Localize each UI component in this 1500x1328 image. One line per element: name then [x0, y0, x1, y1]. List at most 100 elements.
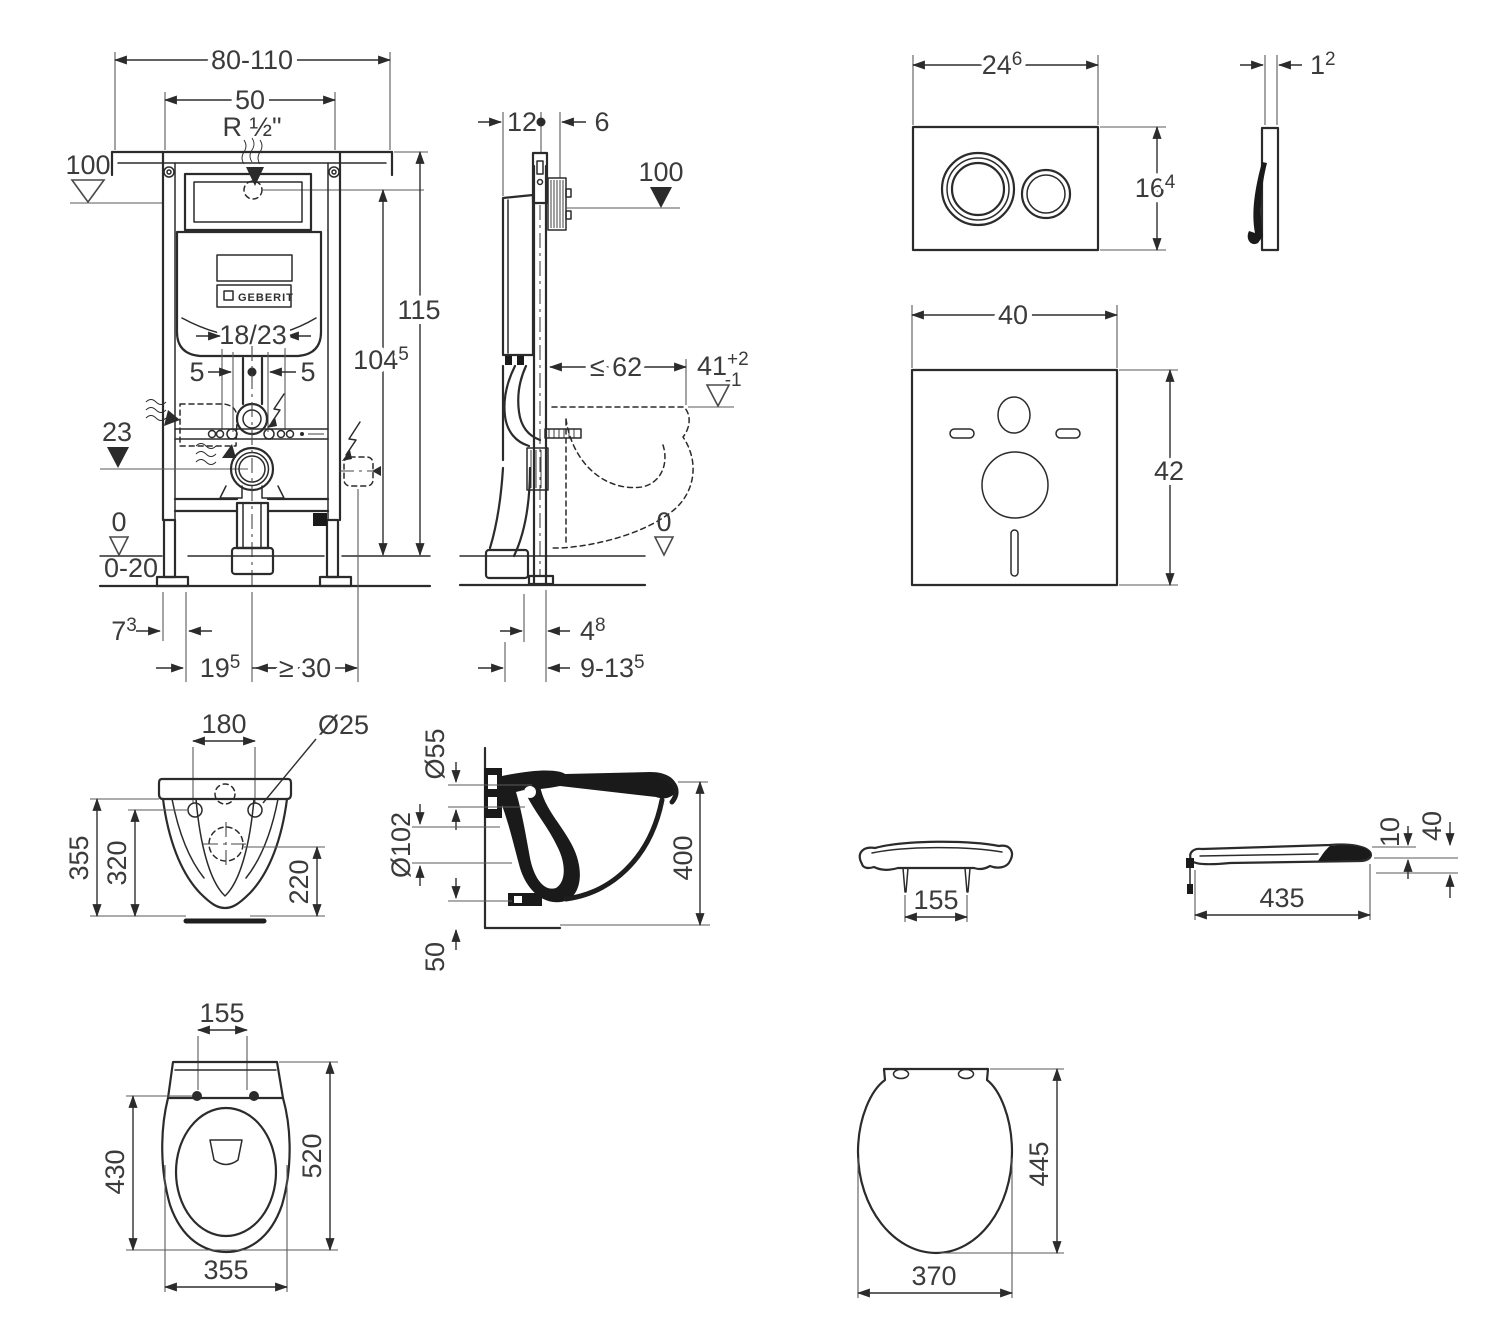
- mat-outline: [910, 368, 1119, 587]
- center-mark: [247, 367, 257, 377]
- dim-floor-gap: 50: [420, 942, 450, 972]
- bowl-rear-outline: [157, 777, 293, 910]
- dim-mat-height: 42: [1154, 456, 1184, 486]
- dim-bowl-depth: ≤ 62: [590, 352, 642, 382]
- view-bowl-section: Ø55 Ø102 400 50: [386, 728, 710, 972]
- dim-frame-inner-width: 50: [235, 85, 265, 115]
- seat-bolts: [902, 867, 971, 893]
- dim-offset-right: 5: [300, 357, 315, 387]
- level-mark-open-icon: [705, 384, 731, 408]
- dim-flush-dia: Ø55: [420, 728, 450, 779]
- water-supply-icon: [241, 137, 264, 186]
- logo-square-icon: [223, 290, 234, 301]
- electrical-connection-icon: [339, 421, 381, 487]
- floor-level-label: 0: [111, 507, 126, 537]
- view-seat-side: 435 10 40: [1186, 811, 1458, 920]
- dim-plan-width: 355: [203, 1255, 248, 1285]
- bowl-plan-outline: [161, 1060, 291, 1254]
- flush-buttons: [940, 151, 1072, 227]
- drain-connector: [173, 497, 330, 576]
- dim-flush-pipe: 18/23: [219, 320, 287, 350]
- supply-point-marker: [243, 180, 263, 200]
- dim-frame-width-range: 80-110: [211, 45, 293, 75]
- flush-plate-outline: [911, 125, 1100, 252]
- dim-plan-inner-length: 430: [100, 1149, 130, 1194]
- frame-rails: [161, 150, 342, 522]
- view-sound-mat: 40 42: [910, 295, 1189, 587]
- view-bowl-plan: 155 430 520 355: [100, 998, 338, 1292]
- mat-cutouts: [949, 396, 1081, 577]
- seat-hinge-pin: [1186, 858, 1194, 894]
- dim-plan-hole-spacing: 155: [199, 998, 244, 1028]
- level-mark-open-icon: [70, 179, 106, 204]
- hinge-hole: [957, 1068, 975, 1080]
- dim-foot-range: 0-20: [104, 553, 158, 583]
- dim-depth: 12: [507, 107, 537, 137]
- frame-rail-side: [527, 151, 555, 586]
- flush-outlet-shape: [209, 1139, 243, 1166]
- dim-plate-height: 164: [1135, 172, 1176, 203]
- dim-seat-height: 40: [1417, 811, 1447, 841]
- bowl-section-silhouette: [484, 768, 679, 906]
- dim-supply-thread: R ½": [222, 112, 281, 142]
- seat-plan-outline: [856, 1067, 1014, 1255]
- dim-outlet-height: 23: [102, 417, 132, 447]
- dim-outlet-offset: 195: [200, 652, 241, 683]
- dim-height-outlet: 220: [284, 859, 314, 904]
- water-flow-icon: [145, 399, 180, 426]
- dim-hole-dia: Ø25: [318, 710, 369, 740]
- center-mark: [536, 117, 546, 127]
- dim-clearance: ≥ 30: [279, 653, 331, 683]
- dim-offset-left: 5: [189, 357, 204, 387]
- dim-height-holes: 320: [102, 840, 132, 885]
- hinge-hole: [892, 1068, 910, 1080]
- dim-plan-length: 520: [297, 1133, 327, 1178]
- dim-wall-range: 9-135: [580, 652, 645, 683]
- brand-logo: GEBERIT: [238, 292, 294, 304]
- view-seat-plan: 445 370: [856, 1067, 1064, 1298]
- concealed-cistern: GEBERIT: [175, 230, 323, 358]
- dim-seat-plan-width: 370: [911, 1261, 956, 1291]
- bolt-hole: [249, 1091, 259, 1101]
- inspection-box: [183, 172, 313, 232]
- level-supply-label: 100: [65, 150, 110, 180]
- level-supply-label: 100: [638, 157, 683, 187]
- level-mark-open-icon: [653, 536, 675, 557]
- dim-lid-thickness: 10: [1375, 817, 1405, 847]
- dim-rim-height: 41+2-1: [697, 349, 749, 391]
- view-seat-front: 155: [858, 840, 1014, 922]
- electrical-bolt-icon: [267, 393, 285, 428]
- cistern-side: [501, 193, 542, 462]
- dim-outlet-dia: Ø102: [386, 812, 416, 878]
- dim-plate-thickness: 12: [1310, 49, 1336, 80]
- dim-plate-width: 246: [982, 49, 1023, 80]
- dim-mat-width: 40: [998, 300, 1028, 330]
- level-mark-filled-icon: [107, 447, 129, 468]
- dim-front-offset: 48: [580, 615, 606, 646]
- view-frame-side: 12 6: [458, 107, 749, 683]
- dim-foot-offset: 73: [111, 615, 137, 646]
- drain-elbow: [484, 466, 532, 580]
- dim-total-height: 115: [397, 295, 440, 325]
- dim-hole-spacing: 180: [201, 709, 246, 739]
- bowl-outline-dashed: [551, 406, 694, 549]
- dim-bracket: 6: [594, 107, 609, 137]
- water-flow-icon: [195, 443, 236, 465]
- dim-seat-hinge-spacing: 155: [913, 885, 958, 915]
- floor-level-label: 0: [656, 507, 671, 537]
- dim-seat-plan-length: 445: [1024, 1141, 1054, 1186]
- dim-height-total: 355: [64, 835, 94, 880]
- seat-front-outline: [858, 840, 1014, 871]
- dim-bowl-depth: 400: [668, 835, 698, 880]
- view-flush-plate-front: 246 164: [911, 44, 1181, 252]
- level-mark-filled-icon: [650, 187, 672, 208]
- level-mark-open-icon: [108, 536, 130, 557]
- view-frame-front: 80-110 50 R ½" 100: [65, 40, 445, 688]
- flush-plate-side-outline: [1260, 126, 1280, 252]
- view-bowl-rear: 180 Ø25 355 320 220: [64, 709, 369, 924]
- view-flush-plate-side: 12: [1240, 49, 1336, 252]
- flush-lever: [1247, 162, 1267, 245]
- dim-supply-height: 1045: [353, 344, 409, 375]
